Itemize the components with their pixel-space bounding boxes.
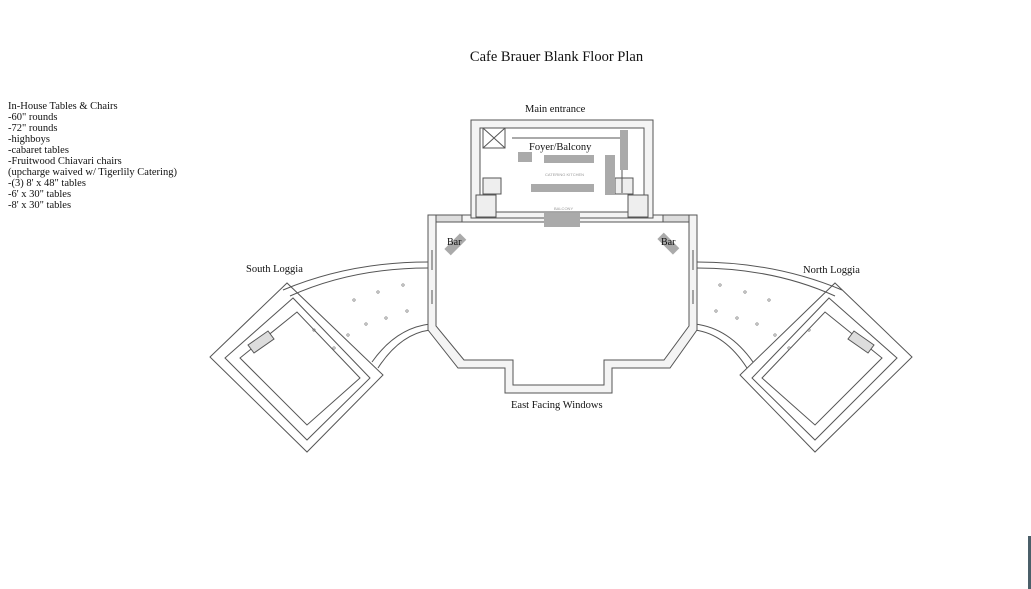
tables-chairs-legend: In-House Tables & Chairs -60" rounds -72… (8, 101, 177, 211)
bar-left-label: Bar (447, 237, 462, 248)
south-loggia-label: South Loggia (246, 264, 303, 275)
east-windows-label: East Facing Windows (511, 400, 603, 411)
north-loggia-shape (694, 261, 913, 453)
legend-item: -6' x 30" tables (8, 189, 72, 200)
legend-item: (upcharge waived w/ Tigerlily Catering) (8, 167, 177, 178)
main-entrance-label: Main entrance (525, 104, 586, 115)
legend-item: -Fruitwood Chiavari chairs (8, 156, 122, 167)
north-loggia-label: North Loggia (803, 265, 860, 276)
south-loggia-shape (209, 261, 431, 453)
balcony-label: BALCONY (554, 206, 574, 211)
page-title: Cafe Brauer Blank Floor Plan (469, 49, 644, 65)
legend-item: -highboys (8, 134, 50, 145)
bar-right-counter (657, 232, 680, 255)
bar-left-counter (444, 233, 467, 256)
legend-item: -cabaret tables (8, 145, 69, 156)
legend-item: -(3) 8' x 48" tables (8, 178, 86, 189)
catering-kitchen-label: CATERING KITCHEN (545, 172, 585, 177)
loggia-tables (312, 283, 811, 350)
legend-item: -72" rounds (8, 123, 58, 134)
legend-heading: In-House Tables & Chairs (8, 101, 118, 112)
scrollbar-thumb[interactable] (1028, 536, 1031, 589)
legend-item: -60" rounds (8, 112, 58, 123)
foyer-balcony-label: Foyer/Balcony (529, 142, 592, 153)
main-hall-shape (427, 214, 698, 394)
bar-right-label: Bar (661, 237, 676, 248)
furniture (444, 130, 680, 256)
legend-item: -8' x 30" tables (8, 200, 72, 211)
